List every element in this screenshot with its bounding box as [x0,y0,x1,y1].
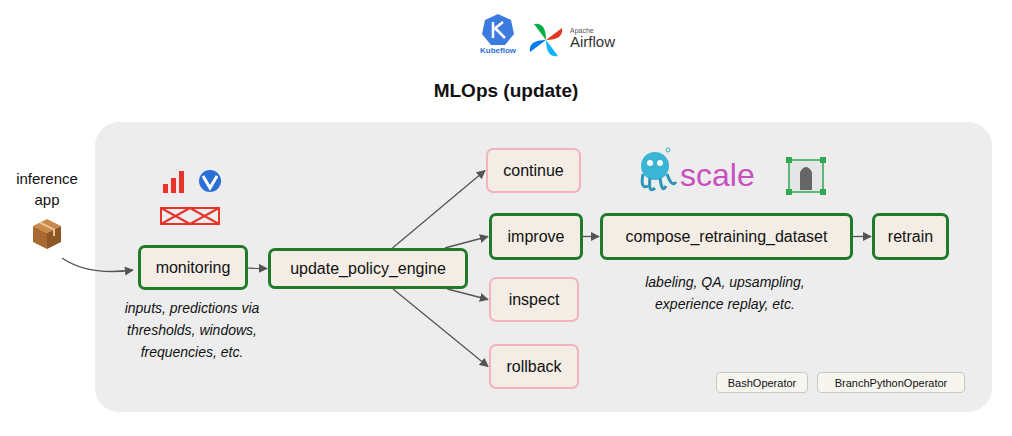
flow-arrow [583,236,599,237]
operator-tag: BranchPythonOperator [817,372,965,393]
node-text: inspect [509,291,560,309]
pipeline-panel [95,122,992,412]
note-text: labeling, QA, upsampling, experience rep… [610,271,840,315]
flow-arrow [248,268,267,270]
data-tool-icons [641,148,826,195]
diagram-title: MLOps (update) [0,80,1012,102]
process-box: inspect [489,277,579,322]
flow-arrow [447,289,488,300]
process-box: update_policy_engine [268,248,468,289]
process-box: monitoring [138,245,248,290]
node-text: continue [503,162,564,180]
node-text: compose_retraining_dataset [626,228,828,246]
flow-arrow [393,289,488,367]
flow-arrow [393,171,486,249]
process-box: retrain [872,213,949,260]
flow-arrow [445,237,488,249]
process-box: continue [486,148,581,193]
logo-text: scale [680,158,780,193]
node-text: monitoring [156,259,231,277]
source-label: inference app [5,168,89,210]
node-text: BranchPythonOperator [835,377,948,389]
node-text: retrain [888,228,933,246]
logo-caption: Kubeflow [470,47,526,56]
flow-arrow [853,236,871,237]
logo-caption: Airflow [570,34,650,51]
kubeflow-logo [482,14,514,45]
node-text: update_policy_engine [290,260,446,278]
node-text: BashOperator [728,377,796,389]
airflow-logo [530,24,562,56]
process-box: rollback [489,344,579,389]
input-arrow [62,258,133,272]
note-text: inputs, predictions via thresholds, wind… [104,297,280,363]
node-text: improve [508,228,565,246]
process-box: compose_retraining_dataset [600,213,853,260]
operator-tag: BashOperator [716,372,808,393]
node-text: rollback [506,358,561,376]
monitoring-icons [161,170,221,224]
package-icon [33,219,61,249]
process-box: improve [489,213,583,260]
